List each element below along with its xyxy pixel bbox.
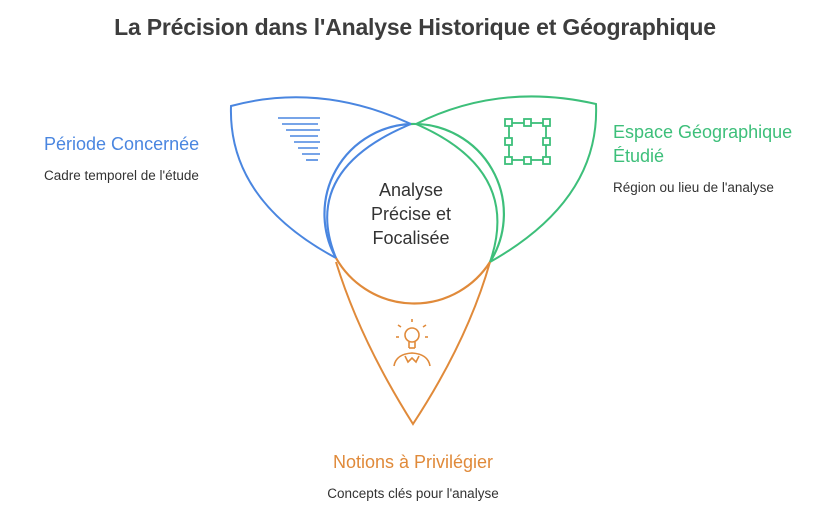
petal-espace-description: Région ou lieu de l'analyse <box>613 180 774 195</box>
petal-espace-heading-line-2: Étudié <box>613 146 665 166</box>
petal-espace-heading-line-1: Espace Géographique <box>613 122 793 142</box>
petal-notions-heading: Notions à Privilégier <box>332 452 494 472</box>
center-label-line-3: Focalisée <box>372 228 450 248</box>
square-frame-icon <box>504 118 551 165</box>
center-circle-blue-arc <box>323 122 412 259</box>
petal-periode <box>229 96 414 261</box>
petal-periode-heading: Période Concernée <box>44 134 200 154</box>
petal-notions-description: Concepts clés pour l'analyse <box>327 486 499 501</box>
petal-espace-heading: Espace Géographique Étudié <box>613 120 792 168</box>
petal-notions <box>335 261 491 426</box>
lightbulb-person-icon <box>393 319 431 367</box>
center-label: Analyse Précise et Focalisée <box>330 178 492 250</box>
diagram-title: La Précision dans l'Analyse Historique e… <box>114 14 716 40</box>
petal-periode-description: Cadre temporel de l'étude <box>44 168 199 183</box>
center-circle-green-arc <box>410 122 505 263</box>
timeline-funnel-icon <box>278 117 320 161</box>
center-label-line-2: Précise et <box>370 204 452 224</box>
petal-espace <box>413 95 598 265</box>
center-label-line-1: Analyse <box>378 180 444 200</box>
center-circle-orange-arc <box>335 257 491 305</box>
